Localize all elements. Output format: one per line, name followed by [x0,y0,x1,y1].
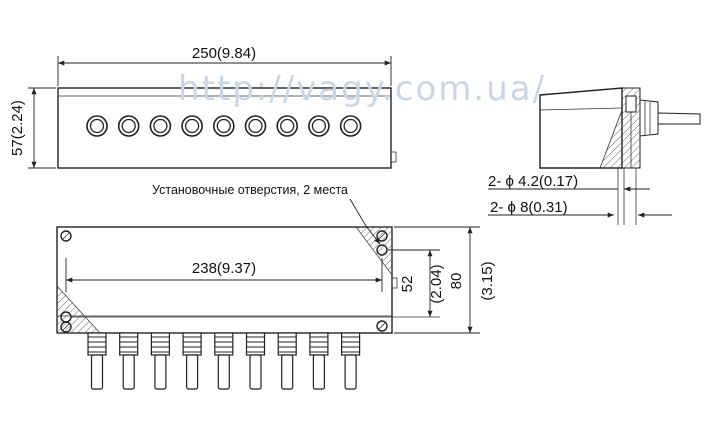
label-bottom-height: 80 [448,273,465,290]
gland-icon [181,115,203,137]
side-view-gland [639,99,659,137]
plan-view: 238(9.37) 52 (2.04) 80 (3.15) Установочн… [56,183,496,390]
label-mounting-holes: Установочные отверстия, 2 места [152,183,348,197]
side-view-cable [657,112,701,125]
front-view: 250(9.84) 57(2.24) [9,45,397,169]
screw-icon [60,230,72,242]
front-view-body [57,87,392,169]
gland-icon [339,115,362,137]
gland-icon [244,115,267,137]
label-hole-spacing: 52 [399,276,416,293]
plan-glands [87,332,361,390]
front-view-latch [390,151,397,163]
gland-cable-icon [214,332,234,390]
label-top-width: 250(9.84) [192,45,256,62]
gland-cable-icon [309,332,329,390]
gland-cable-icon [341,332,361,390]
screw-slot [62,232,70,240]
side-view-hatch [599,109,623,169]
side-view-lid-line [539,107,623,111]
label-top-height: 57(2.24) [9,100,26,156]
watermark: http://vagy.com.ua/ [178,69,546,109]
label-hole-small: 2- ϕ 4.2(0.17) [488,173,578,190]
plan-view-hatch-right [355,226,393,277]
label-hole-large: 2- ϕ 8(0.31) [490,199,568,216]
gland-icon [149,115,172,137]
leader-line [349,198,381,245]
screw-icon [60,321,72,333]
gland-icon [117,115,140,137]
gland-cable-icon [119,332,139,390]
gland-cable-icon [245,332,266,390]
plan-view-hatch-left [56,285,101,334]
mounting-screws [60,230,388,333]
gland-cable-icon [182,332,202,390]
mounting-hole-icon [376,244,388,256]
gland-icon [86,115,108,137]
gland-icon [308,115,330,137]
plan-view-latch [391,277,398,289]
screw-icon [376,230,388,242]
front-glands [86,115,362,137]
gland-icon [276,115,299,137]
side-view: 2- ϕ 4.2(0.17) 2- ϕ 8(0.31) [488,87,701,225]
label-bottom-width: 238(9.37) [192,260,256,277]
screw-icon [376,320,388,332]
side-view-bolt-head [625,95,637,113]
label-hole-spacing-in: (2.04) [428,264,445,303]
screw-slot [378,322,386,330]
gland-icon [213,115,235,137]
gland-cable-icon [87,332,107,390]
gland-cable-icon [277,332,297,390]
gland-cable-icon [150,332,170,390]
label-bottom-height-in: (3.15) [479,261,496,300]
screw-slot [378,232,386,240]
screw-slot [62,323,70,331]
